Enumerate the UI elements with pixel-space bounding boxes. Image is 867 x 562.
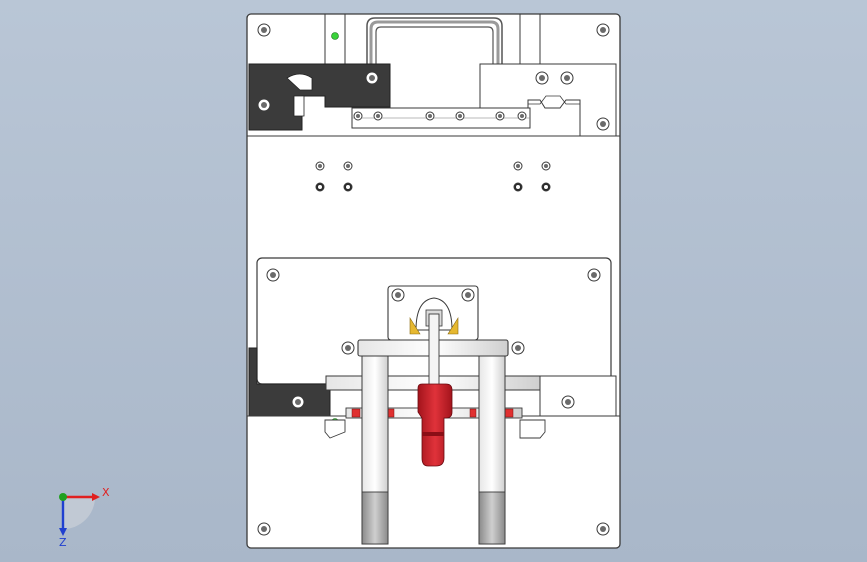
dark-clamp-top-left	[248, 63, 391, 131]
bolt-hole-center	[428, 114, 432, 118]
foot-left	[361, 491, 389, 545]
bolt-hole-center	[318, 164, 322, 168]
top-handle	[366, 17, 503, 96]
bolt-holes	[257, 23, 610, 536]
bolt-hole-center	[356, 114, 360, 118]
plunger-rod	[428, 313, 440, 389]
bolt-hole-center	[564, 75, 570, 81]
axis-triad: X Z	[59, 486, 110, 549]
bolt-hole-center	[270, 272, 276, 278]
bolt-hole-center	[544, 185, 548, 189]
bolt-hole-center	[600, 121, 606, 127]
bolt-hole-center	[565, 399, 571, 405]
axis-z-label: Z	[59, 536, 67, 549]
green-indicator-top	[331, 32, 339, 40]
foot-right	[478, 491, 506, 545]
top-frame	[247, 14, 620, 137]
bolt-hole-center	[515, 345, 521, 351]
bolt-hole-center	[318, 185, 322, 189]
bolt-hole-center	[345, 345, 351, 351]
bolt-hole-center	[516, 185, 520, 189]
bolt-hole-center	[544, 164, 548, 168]
bolt-hole-center	[395, 292, 401, 298]
bolt-hole-center	[295, 399, 301, 405]
bolt-hole-center	[600, 27, 606, 33]
bolt-hole-center	[465, 292, 471, 298]
bolt-hole-center	[520, 114, 524, 118]
bolt-hole-center	[591, 272, 597, 278]
bolt-hole-center	[261, 102, 267, 108]
bolt-hole-center	[346, 164, 350, 168]
bolt-hole-center	[498, 114, 502, 118]
red-toggle-handle	[417, 383, 453, 467]
bolt-hole-center	[376, 114, 380, 118]
bolt-hole-center	[261, 27, 267, 33]
bolt-hole-center	[261, 526, 267, 532]
bolt-hole-center	[539, 75, 545, 81]
bolt-hole-center	[600, 526, 606, 532]
bolt-hole-center	[346, 185, 350, 189]
bolt-hole-center	[369, 75, 375, 81]
axis-x-label: X	[102, 486, 110, 499]
bolt-hole-center	[458, 114, 462, 118]
bolt-hole-center	[516, 164, 520, 168]
